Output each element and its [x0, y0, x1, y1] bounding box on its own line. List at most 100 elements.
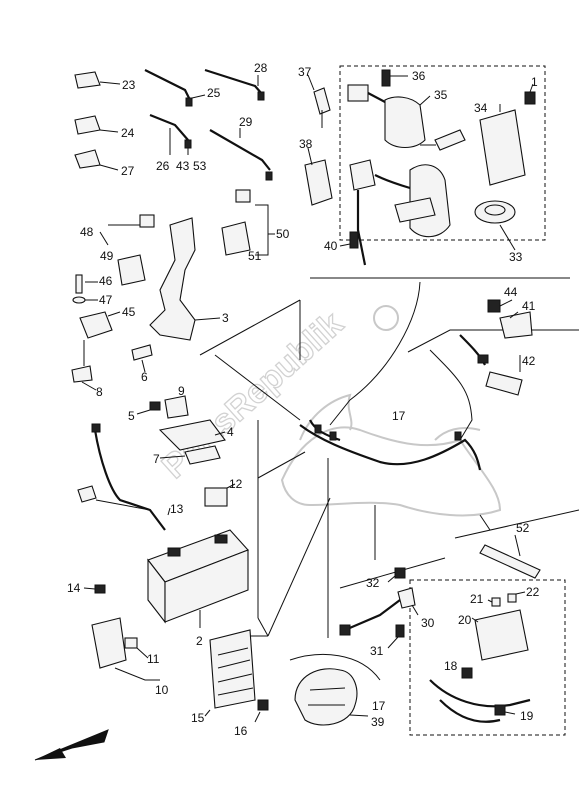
motorcycle-outline — [280, 393, 502, 517]
callout-7: 7 — [153, 452, 160, 466]
part-lock-assembly — [349, 159, 451, 266]
callout-53: 53 — [193, 159, 207, 173]
part-48-49-relay-group — [99, 214, 155, 286]
callout-22: 22 — [526, 585, 540, 599]
watermark-gear-icon — [373, 305, 399, 331]
callout-45: 45 — [122, 305, 136, 319]
part-3-bracket — [149, 217, 221, 341]
callout-33: 33 — [509, 250, 523, 264]
part-44-bolt — [487, 299, 513, 313]
callout-37: 37 — [298, 65, 312, 79]
callout-47: 47 — [99, 293, 113, 307]
callout-15: 15 — [191, 711, 205, 725]
part-19-connector — [494, 704, 516, 716]
part-21-22-fuses — [487, 591, 526, 607]
callout-35: 35 — [434, 88, 448, 102]
callout-17-harness: 17 — [392, 409, 406, 423]
callout-41: 41 — [522, 299, 536, 313]
part-9-cover — [164, 395, 189, 419]
part-47-washer — [72, 296, 98, 304]
callout-10: 10 — [155, 683, 169, 697]
part-24-clamp — [74, 115, 119, 135]
callout-29: 29 — [239, 115, 253, 129]
callout-27: 27 — [121, 164, 135, 178]
part-17-sub-harness — [429, 679, 531, 723]
callout-34: 34 — [474, 101, 488, 115]
callout-40: 40 — [324, 239, 338, 253]
callout-25: 25 — [207, 86, 221, 100]
callout-48: 48 — [80, 225, 94, 239]
callout-1: 1 — [531, 75, 538, 89]
callout-52: 52 — [516, 521, 530, 535]
part-33-cap — [474, 200, 516, 251]
callout-19: 19 — [520, 709, 534, 723]
part-10-11-starter-relay — [91, 617, 160, 681]
callout-5: 5 — [128, 409, 135, 423]
part-6-screw — [131, 344, 153, 373]
part-key-set — [420, 129, 466, 151]
callout-38: 38 — [299, 137, 313, 151]
callout-3: 3 — [222, 311, 229, 325]
callout-13: 13 — [170, 502, 184, 516]
callout-26: 26 — [156, 159, 170, 173]
callout-23: 23 — [122, 78, 136, 92]
panel-dividers — [199, 65, 579, 736]
callout-50: 50 — [276, 227, 290, 241]
part-37-key — [307, 74, 331, 128]
part-36-screw — [381, 69, 408, 87]
part-31-screw — [387, 624, 405, 649]
part-25-lead-wire — [144, 69, 206, 107]
callout-31: 31 — [370, 644, 384, 658]
wire-harness — [299, 419, 482, 471]
part-14-bolt — [83, 584, 106, 594]
part-18-connector — [461, 667, 473, 679]
callout-16: 16 — [234, 724, 248, 738]
callout-30: 30 — [421, 616, 435, 630]
part-29-lead-wire — [209, 128, 273, 181]
part-13-battery-cable — [77, 423, 171, 531]
part-32-screw — [387, 567, 406, 583]
part-46-bolt — [75, 274, 98, 294]
callout-11: 11 — [147, 652, 160, 666]
part-41-bracket — [499, 311, 533, 339]
callout-46: 46 — [99, 274, 113, 288]
callout-51: 51 — [248, 249, 262, 263]
callout-17-sub-harness: 17 — [372, 699, 386, 713]
part-27-clamp — [74, 149, 119, 171]
callout-32: 32 — [366, 576, 380, 590]
part-28-lead-wire — [204, 68, 265, 101]
callout-20: 20 — [458, 613, 472, 627]
callout-28: 28 — [254, 61, 268, 75]
part-39-stator — [294, 668, 369, 726]
part-4-battery-band — [158, 419, 226, 451]
part-8-clip — [71, 340, 97, 391]
part-12-cover — [204, 483, 236, 507]
part-26-43-53-lead-wire — [149, 113, 192, 155]
callout-9: 9 — [178, 384, 185, 398]
callout-21: 21 — [470, 592, 484, 606]
part-23-clamp — [74, 71, 121, 89]
part-34-immobilizer — [479, 104, 526, 186]
part-50-51-relay-group — [221, 189, 275, 256]
callout-42: 42 — [522, 354, 536, 368]
callout-18: 18 — [444, 659, 458, 673]
part-45-bracket — [79, 311, 121, 339]
part-5-bolt — [136, 401, 161, 415]
callout-14: 14 — [67, 581, 81, 595]
part-42-cable-cover — [459, 334, 523, 396]
callout-24: 24 — [121, 126, 135, 140]
callout-8: 8 — [96, 385, 103, 399]
part-7-pad — [159, 445, 221, 465]
part-16-bolt — [254, 699, 269, 723]
part-30-sensor-lead — [339, 587, 419, 636]
part-1-bolt — [524, 83, 536, 105]
callout-49: 49 — [100, 249, 114, 263]
part-15-rectifier — [204, 629, 256, 717]
callout-39: 39 — [371, 715, 385, 729]
battery-2 — [147, 529, 249, 628]
part-38-key-lock — [304, 147, 333, 206]
part-35-main-switch — [347, 84, 431, 149]
callout-4: 4 — [227, 425, 234, 439]
